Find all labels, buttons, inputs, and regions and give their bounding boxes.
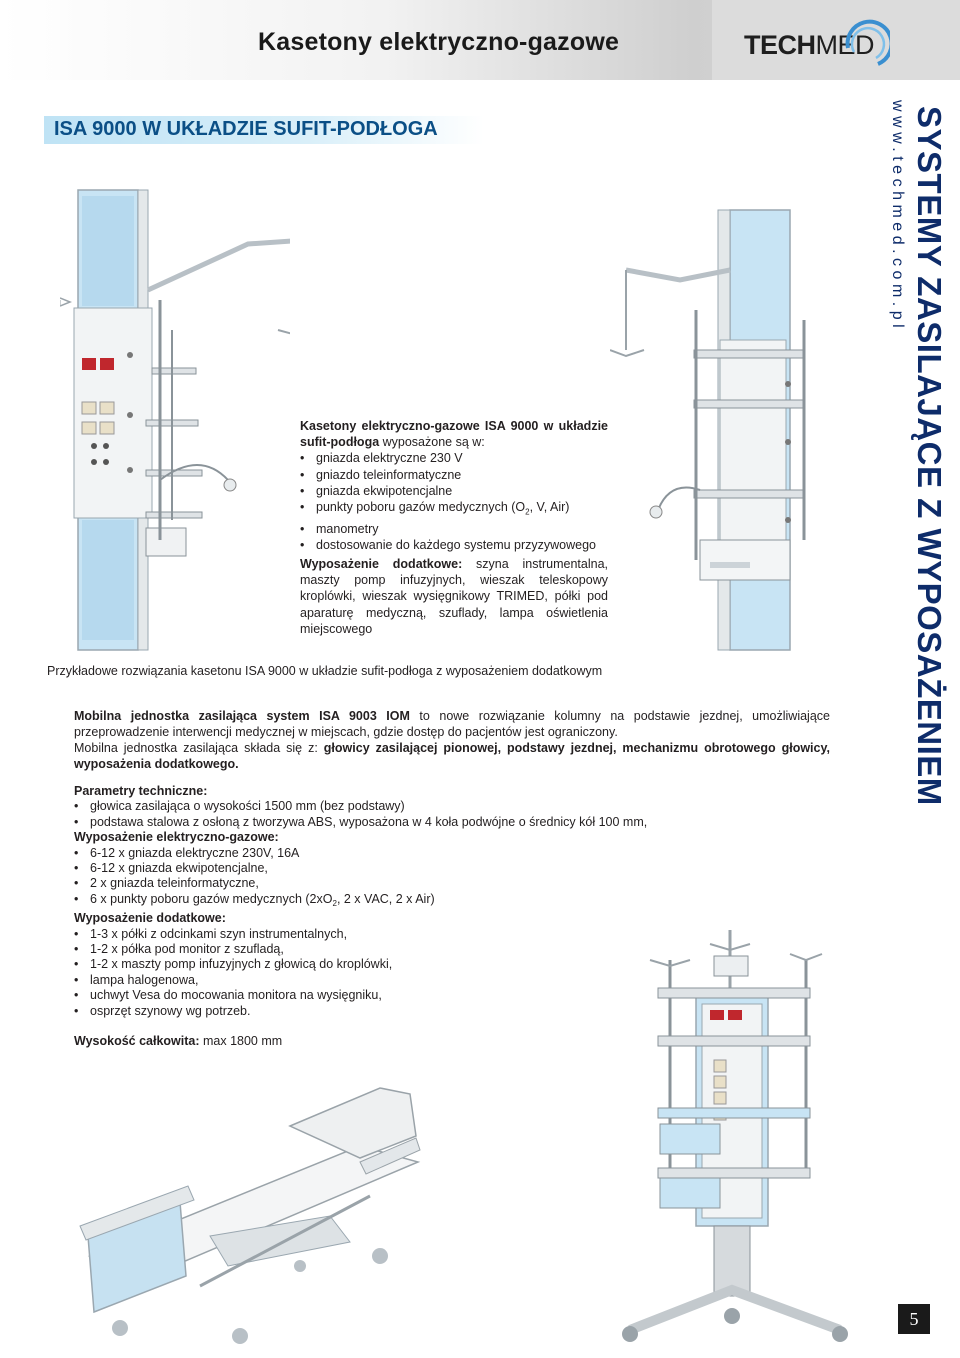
list-item: gniazda ekwipotencjalne: [300, 483, 608, 499]
mobile-paragraph-1: Mobilna jednostka zasilająca system ISA …: [74, 708, 830, 740]
gas-points-subscript: 2: [332, 898, 337, 908]
gas-subscript: 2: [525, 507, 530, 517]
list-item: lampa halogenowa,: [74, 973, 654, 989]
gas-points-text: 6 x punkty poboru gazów medycznych (2xO: [90, 891, 333, 906]
intro-list: gniazda elektryczne 230 V gniazdo telein…: [300, 450, 608, 553]
electrical-equipment-label: Wyposażenie elektryczno-gazowe:: [74, 830, 279, 845]
techmed-logo: TECHMED: [744, 30, 874, 61]
logo-area: [712, 0, 960, 80]
list-item: 1-2 x maszty pomp infuzyjnych z głowicą …: [74, 957, 654, 973]
logo-swoosh-icon: [845, 19, 890, 66]
list-item: uchwyt Vesa do mocowania monitora na wys…: [74, 988, 654, 1004]
section-bar: [44, 116, 484, 144]
mobile-unit-description: Mobilna jednostka zasilająca system ISA …: [74, 708, 830, 772]
side-band: [856, 82, 960, 1358]
gas-text-rest: , V, Air): [529, 500, 570, 515]
total-height-label: Wysokość całkowita:: [74, 1034, 200, 1048]
mobile-paragraph-2-bold: głowicy zasilającej pionowej, podstawy j…: [74, 741, 830, 771]
tech-params-label: Parametry techniczne:: [74, 784, 208, 798]
intro-text: Kasetony elektryczno-gazowe ISA 9000 w u…: [300, 418, 608, 553]
website-url: www.techmed.com.pl: [889, 100, 906, 333]
list-item: 6-12 x gniazda elektryczne 230V, 16A: [74, 846, 654, 862]
additional-equipment-list: 1-3 x półki z odcinkami szyn instrumenta…: [74, 927, 654, 1020]
technical-parameters: Parametry techniczne: głowica zasilająca…: [74, 784, 654, 1020]
list-item: podstawa stalowa z osłoną z tworzywa ABS…: [74, 815, 654, 831]
mobile-paragraph-1-rest: to nowe rozwiązanie kolumny na podstawie…: [74, 709, 830, 739]
additional-equipment-body: szyna instrumentalna, maszty pomp infuzy…: [300, 557, 608, 636]
ceiling-floor-column-illustration: [60, 189, 290, 651]
tech-params-list: głowica zasilająca o wysokości 1500 mm (…: [74, 799, 654, 830]
vertical-section-title: SYSTEMY ZASILAJĄCE Z WYPOSAŻENIEM: [911, 106, 948, 806]
ceiling-floor-column-variant-illustration: [610, 209, 806, 651]
intro-heading: Kasetony elektryczno-gazowe ISA 9000 w u…: [300, 418, 608, 450]
list-item: 1-3 x półki z odcinkami szyn instrumenta…: [74, 927, 654, 943]
hospital-bed-illustration: [79, 1087, 421, 1344]
mobile-paragraph-2: Mobilna jednostka zasilająca składa się …: [74, 740, 830, 772]
electrical-equipment-list: 6-12 x gniazda elektryczne 230V, 16A 6-1…: [74, 846, 654, 912]
mobile-supply-unit-illustration: [622, 930, 848, 1342]
page-number: 5: [898, 1304, 930, 1334]
logo-text-light: MED: [815, 30, 875, 60]
additional-equipment-label: Wyposażenie dodatkowe:: [300, 557, 463, 571]
additional-equipment-text: Wyposażenie dodatkowe: szyna instrumenta…: [300, 556, 608, 637]
list-item: 6-12 x gniazda ekwipotencjalne,: [74, 861, 654, 877]
list-item: osprzęt szynowy wg potrzeb.: [74, 1004, 654, 1020]
list-item: 2 x gniazda teleinformatyczne,: [74, 876, 654, 892]
list-item: głowica zasilająca o wysokości 1500 mm (…: [74, 799, 654, 815]
total-height: Wysokość całkowita: max 1800 mm: [74, 1034, 282, 1048]
mobile-paragraph-1-bold: Mobilna jednostka zasilająca system ISA …: [74, 709, 410, 723]
list-item: gniazdo teleinformatyczne: [300, 467, 608, 483]
intro-heading-rest: wyposażone są w:: [379, 435, 485, 450]
additional-equipment-list-label: Wyposażenie dodatkowe:: [74, 911, 226, 926]
total-height-value: max 1800 mm: [199, 1034, 283, 1048]
list-item: 6 x punkty poboru gazów medycznych (2xO2…: [74, 892, 654, 911]
list-item: punkty poboru gazów medycznych (O2, V, A…: [300, 499, 608, 521]
page-header: Kasetony elektryczno-gazowe TECHMED: [0, 0, 960, 80]
gas-text: punkty poboru gazów medycznych (O: [316, 500, 526, 515]
list-item: gniazda elektryczne 230 V: [300, 450, 608, 466]
intro-heading-bold: Kasetony elektryczno-gazowe ISA 9000 w u…: [300, 419, 608, 450]
gas-points-rest: , 2 x VAC, 2 x Air): [336, 891, 435, 906]
list-item: dostosowanie do każdego systemu przyzywo…: [300, 537, 608, 553]
page-title: Kasetony elektryczno-gazowe: [258, 28, 620, 56]
list-item: manometry: [300, 521, 608, 537]
mobile-paragraph-2-start: Mobilna jednostka zasilająca składa się …: [74, 741, 324, 755]
logo-text-bold: TECH: [744, 30, 816, 60]
section-title: ISA 9000 W UKŁADZIE SUFIT-PODŁOGA: [54, 118, 438, 140]
figure-caption: Przykładowe rozwiązania kasetonu ISA 900…: [47, 664, 603, 678]
list-item: 1-2 x półka pod monitor z szufladą,: [74, 942, 654, 958]
